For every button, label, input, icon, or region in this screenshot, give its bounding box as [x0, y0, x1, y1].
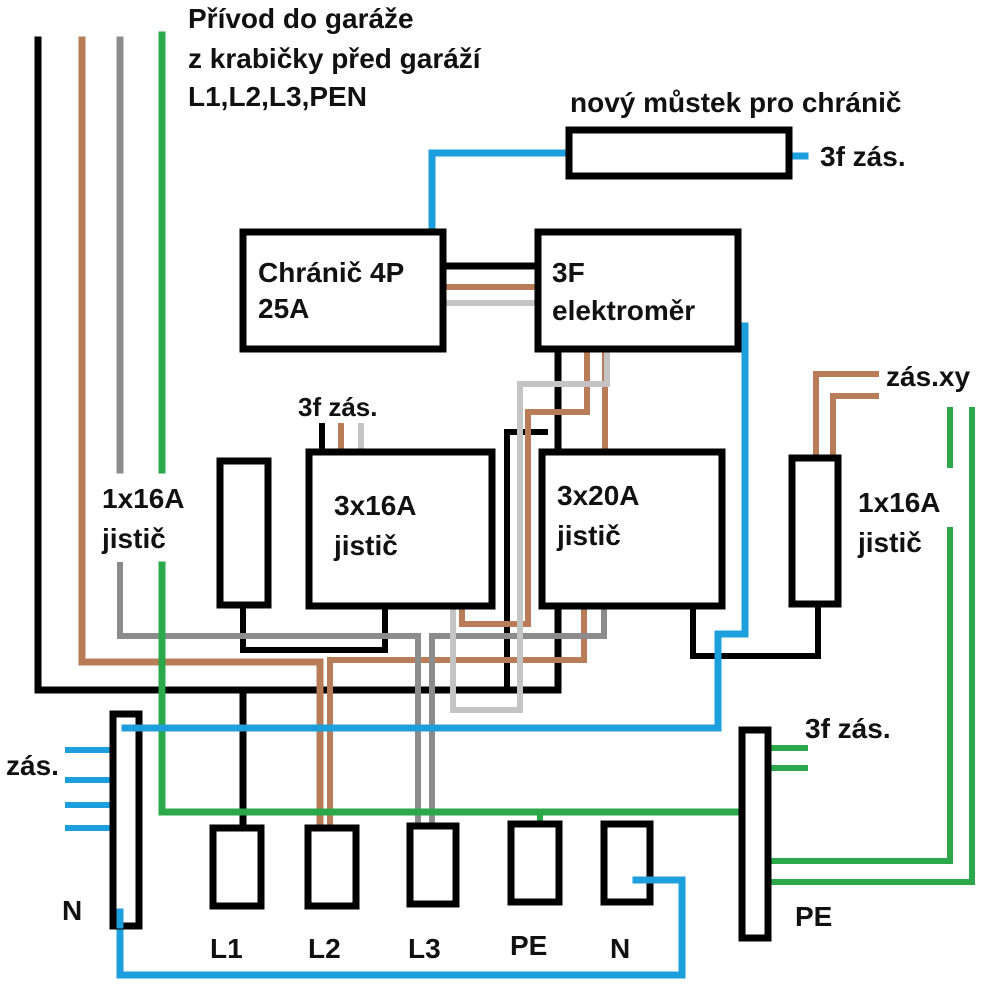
breaker-3x16-label-line2: jistič: [333, 530, 398, 561]
terminal-l3-label: L3: [408, 933, 441, 964]
brown-supply-wire: [78, 36, 324, 832]
socket-3f-top-label: 3f zás.: [820, 141, 906, 172]
new-bridge-box: [565, 126, 793, 180]
terminal-l2-label: L2: [308, 933, 341, 964]
black-wire-left-breaker: [240, 602, 388, 653]
terminal-l3-box: [406, 822, 460, 908]
breaker-3x20-label-line1: 3x20A: [557, 480, 640, 511]
brown-wire-3x16-feed: [327, 603, 587, 831]
supply-title-line1: Přívod do garáže: [188, 3, 414, 34]
brown-wire-zas-xy-a: [813, 371, 879, 461]
green-wire-zas-xy-b: [762, 407, 975, 885]
rcd-label-line2: 25A: [258, 293, 309, 324]
n-bar-box: [109, 710, 143, 930]
meter-label-line2: elektroměr: [552, 295, 695, 326]
breaker-3x16-box: [305, 448, 496, 610]
breaker-left-label-line1: 1x16A: [102, 483, 185, 514]
breaker-left-label-line2: jistič: [101, 523, 166, 554]
terminal-pe-label: PE: [510, 930, 547, 961]
green-wires: [158, 31, 975, 885]
socket-3f-right-label: 3f zás.: [805, 713, 891, 744]
terminal-l1-box: [209, 824, 265, 910]
rcd-label-line1: Chránič 4P: [258, 257, 404, 288]
breaker-3x16-label-line1: 3x16A: [334, 490, 417, 521]
lightgray-wires: [358, 300, 610, 713]
supply-title-line2: z krabičky před garáží: [188, 43, 482, 74]
blue-wire-n-terminal: [116, 876, 686, 979]
breaker-right-box: [788, 454, 842, 608]
terminal-pe-box: [507, 820, 563, 906]
black-wire-3x20-loop: [504, 429, 548, 693]
brown-wire-zas-xy-b: [830, 393, 879, 461]
gray-wire-terminal-l3: [117, 562, 421, 831]
terminal-l2-box: [304, 824, 360, 910]
blue-wire-meter-n-bar: [121, 322, 749, 732]
sockets-left-label: zás.: [6, 750, 59, 781]
rcd-4p-box: [239, 228, 447, 353]
pe-bar-box: [738, 726, 772, 942]
lightgray-wire-meter-3x16: [450, 352, 610, 713]
brown-wire-meter-3x16: [459, 352, 590, 627]
terminal-n-box: [600, 820, 654, 906]
terminal-l1-label: L1: [210, 933, 243, 964]
supply-title-line3: L1,L2,L3,PEN: [188, 81, 367, 112]
green-wire-zas-xy-a: [762, 527, 953, 864]
breaker-3x20-label-line2: jistič: [556, 520, 621, 551]
bridge-title: nový můstek pro chránič: [570, 87, 901, 118]
breaker-right-label-line2: jistič: [857, 527, 922, 558]
meter-3f-box: [534, 228, 742, 353]
breaker-3x20-box: [538, 448, 726, 610]
meter-label-line1: 3F: [552, 257, 585, 288]
blue-wire-rcd-bridge: [428, 149, 586, 236]
green-pe-bus: [158, 561, 749, 816]
pe-bar-label: PE: [795, 901, 832, 932]
terminal-n-label: N: [610, 933, 630, 964]
n-bar-label: N: [62, 895, 82, 926]
socket-xy-label: zás.xy: [886, 361, 970, 392]
black-wire-right-breaker: [690, 601, 821, 659]
socket-3f-mid-label: 3f zás.: [298, 392, 378, 422]
breaker-small-left-box: [216, 457, 272, 609]
breaker-right-label-line1: 1x16A: [858, 487, 941, 518]
